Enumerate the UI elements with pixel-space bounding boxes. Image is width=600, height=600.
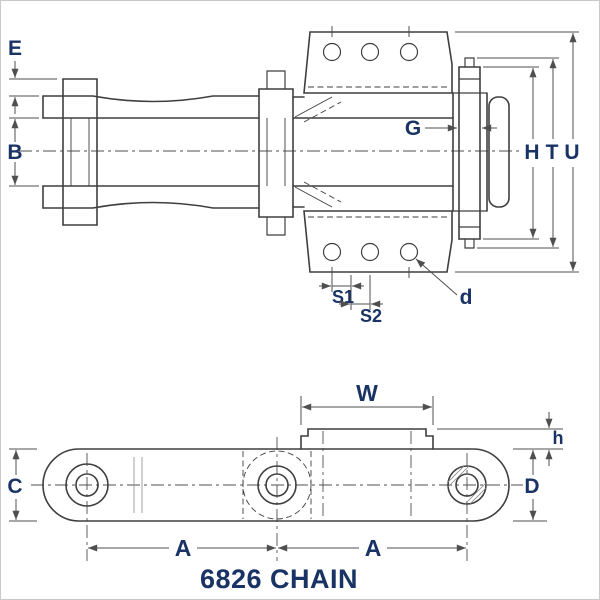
dim-label-E: E <box>8 37 22 60</box>
bolt-hole <box>399 42 419 62</box>
dim-G: G <box>405 117 497 140</box>
link-bar-outline <box>42 448 510 522</box>
bolt-hole <box>322 242 342 262</box>
dim-label-d: d <box>460 286 473 309</box>
dim-label-T: T <box>546 141 559 164</box>
top-flange <box>303 26 453 94</box>
dim-S1: S1 <box>319 275 364 310</box>
dim-d: d <box>415 258 473 309</box>
dim-A-right: A <box>278 535 466 561</box>
dim-label-W: W <box>356 380 378 406</box>
right-outer-plate <box>488 96 510 208</box>
right-pin-end <box>447 465 487 505</box>
dim-label-C: C <box>7 475 22 498</box>
dim-D: D <box>513 450 547 522</box>
dim-S2: S2 <box>339 275 383 326</box>
left-pin-end <box>65 463 109 507</box>
dim-label-h: h <box>553 428 564 448</box>
left-link-plates <box>42 95 260 209</box>
dim-B: B <box>7 117 39 187</box>
dim-label-H: H <box>524 141 539 164</box>
bolt-hole <box>399 242 419 262</box>
dim-label-B: B <box>7 141 22 164</box>
bottom-flange <box>303 210 453 278</box>
elevation-view: W h D C A <box>7 380 564 561</box>
right-pin <box>452 57 488 249</box>
dim-E: E <box>8 37 57 114</box>
dim-label-D: D <box>524 475 539 498</box>
plan-view: E B G H T U <box>7 26 580 326</box>
bolt-hole <box>360 42 380 62</box>
dim-label-S2: S2 <box>360 306 382 326</box>
dim-label-A-left: A <box>175 535 192 561</box>
left-pin <box>62 78 98 226</box>
hidden-edges <box>133 431 412 519</box>
dim-H-T-U: H T U <box>455 31 580 273</box>
dim-C: C <box>7 448 37 522</box>
bolt-hole <box>360 242 380 262</box>
dim-label-U: U <box>564 141 579 164</box>
drawing-title: 6826 CHAIN <box>200 564 358 594</box>
bolt-hole <box>322 42 342 62</box>
dim-W: W <box>300 380 434 425</box>
dim-label-G: G <box>405 117 421 140</box>
dim-label-A-right: A <box>365 535 382 561</box>
dim-h: h <box>437 412 564 466</box>
dim-A-left: A <box>88 535 276 561</box>
attachment-plate <box>292 26 454 278</box>
middle-pin <box>258 70 294 236</box>
mounting-bracket <box>300 428 434 450</box>
